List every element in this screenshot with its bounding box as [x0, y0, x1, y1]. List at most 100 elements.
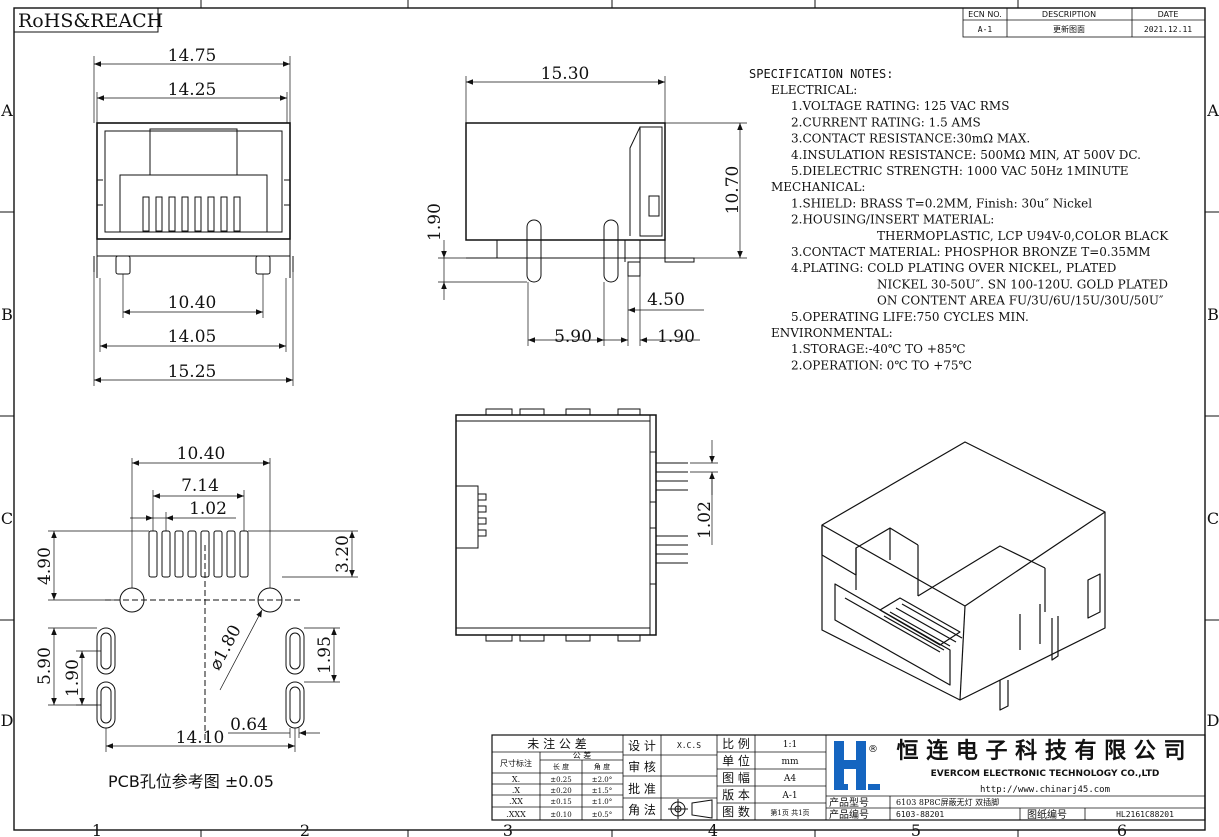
- zone-row: B: [1, 305, 13, 324]
- dim-14-05: 14.05: [168, 327, 217, 347]
- pcb-layout: [96, 530, 305, 740]
- side-view: [465, 122, 695, 283]
- zone-row: A: [0, 101, 13, 120]
- svg-text:设 计: 设 计: [628, 739, 656, 753]
- spec-line: 2.OPERATION: 0℃ TO +75℃: [791, 358, 972, 372]
- svg-text:A4: A4: [783, 774, 796, 784]
- bottom-view: [455, 408, 688, 642]
- dim-15-30: 15.30: [541, 64, 590, 84]
- svg-text:版 本: 版 本: [722, 788, 750, 802]
- zone-col: 3: [503, 821, 513, 837]
- svg-text:审 核: 审 核: [628, 759, 656, 774]
- dim-5-90: 5.90: [554, 327, 592, 347]
- svg-text:角 法: 角 法: [628, 803, 656, 817]
- spec-line: 1.VOLTAGE RATING: 125 VAC RMS: [791, 99, 1009, 113]
- revision-table: [962, 7, 1206, 38]
- svg-text:图纸编号: 图纸编号: [1027, 808, 1067, 821]
- spec-line: 1.STORAGE:-40℃ TO +85℃: [791, 342, 966, 356]
- zone-row: D: [1, 711, 14, 730]
- side-view-dim-text: 15.30 10.70 1.90 4.50 5.90 1.90: [425, 64, 743, 347]
- dim-10-70: 10.70: [723, 166, 743, 215]
- spec-line: 5.DIELECTRIC STRENGTH: 1000 VAC 50Hz 1MI…: [791, 164, 1128, 178]
- title-block: [491, 734, 1206, 821]
- pcb-shield-slots: [96, 627, 305, 729]
- zone-col: 4: [708, 821, 718, 837]
- spec-line: 2.HOUSING/INSERT MATERIAL:: [791, 213, 994, 227]
- spec-line: 1.SHIELD: BRASS T=0.2MM, Finish: 30u″ Ni…: [791, 196, 1092, 210]
- company-name-en: EVERCOM ELECTRONIC TECHNOLOGY CO.,LTD: [931, 769, 1160, 779]
- svg-text:X.C.S: X.C.S: [677, 741, 701, 750]
- dim-1-02-bottom: 1.02: [695, 501, 715, 539]
- svg-text:批 准: 批 准: [628, 781, 656, 796]
- svg-text:比 例: 比 例: [722, 737, 750, 751]
- dim-5-90: 5.90: [35, 647, 55, 685]
- projection-symbol-icon: [668, 799, 713, 819]
- svg-text:±0.20: ±0.20: [550, 787, 571, 795]
- company-logo: ®: [834, 741, 880, 790]
- svg-text:产品型号: 产品型号: [829, 796, 869, 809]
- zone-row: B: [1207, 305, 1219, 324]
- svg-text:A-1: A-1: [978, 25, 993, 34]
- zone-col: 2: [300, 821, 310, 837]
- front-pins: [142, 196, 241, 232]
- dim-4-50: 4.50: [647, 290, 685, 310]
- dim-1-90: 1.90: [63, 659, 83, 697]
- svg-text:.X: .X: [512, 786, 521, 795]
- drawing-properties: 比 例 单 位 图 幅 版 本 图 数 1:1 mm A4 A-1 第1页 共1…: [722, 737, 809, 819]
- dim-10-40: 10.40: [168, 293, 217, 313]
- registered-mark: ®: [868, 744, 878, 755]
- svg-text:±0.5°: ±0.5°: [592, 811, 613, 819]
- svg-text:未 注 公 差: 未 注 公 差: [527, 736, 586, 751]
- svg-text:±0.25: ±0.25: [550, 776, 571, 784]
- svg-text:±0.10: ±0.10: [550, 811, 571, 819]
- svg-text:6103 8P8C屏蔽无灯 双插脚: 6103 8P8C屏蔽无灯 双插脚: [896, 797, 999, 807]
- dim-diameter: ⌀1.80: [205, 622, 245, 674]
- spec-line: 3.CONTACT MATERIAL: PHOSPHOR BRONZE T=0.…: [791, 245, 1151, 259]
- spec-line: ELECTRICAL:: [771, 83, 857, 97]
- side-view-dims: [438, 76, 747, 346]
- svg-text:±0.15: ±0.15: [550, 798, 571, 806]
- spec-line: ENVIRONMENTAL:: [771, 326, 893, 340]
- svg-text:ECN NO.: ECN NO.: [968, 10, 1002, 19]
- svg-text:图 幅: 图 幅: [722, 770, 750, 785]
- dim-7-14: 7.14: [181, 476, 219, 496]
- svg-text:单 位: 单 位: [722, 753, 750, 768]
- pcb-signal-holes: [148, 530, 249, 578]
- svg-text:±1.0°: ±1.0°: [592, 798, 613, 806]
- svg-text:图 数: 图 数: [722, 804, 750, 819]
- spec-line: 4.INSULATION RESISTANCE: 500MΩ MIN, AT 5…: [791, 148, 1141, 162]
- zone-col: 6: [1117, 821, 1127, 837]
- isometric-view: [821, 441, 1106, 711]
- zone-row: C: [1207, 509, 1219, 528]
- company-url: http://www.chinarj45.com: [980, 785, 1110, 795]
- revision-table-text: ECN NO. DESCRIPTION DATE A-1 更新图面 2021.1…: [968, 10, 1192, 34]
- svg-text:HL2161C88201: HL2161C88201: [1116, 810, 1174, 819]
- spec-line: 3.CONTACT RESISTANCE:30mΩ MAX.: [791, 132, 1030, 146]
- svg-text:RoHS&REACH: RoHS&REACH: [18, 10, 163, 32]
- dim-1-90-h: 1.90: [657, 327, 695, 347]
- svg-text:长 度: 长 度: [553, 762, 569, 771]
- zone-col: 1: [92, 821, 102, 837]
- svg-text:2021.12.11: 2021.12.11: [1144, 25, 1192, 34]
- svg-text:.XXX: .XXX: [506, 810, 526, 819]
- front-view: [93, 122, 294, 278]
- front-view-dim-text: 14.75 14.25 10.40 14.05 15.25: [168, 46, 217, 382]
- company-name-cn: 恒 连 电 子 科 技 有 限 公 司: [897, 738, 1186, 764]
- dim-14-10: 14.10: [176, 728, 225, 748]
- svg-text:.XX: .XX: [509, 797, 523, 806]
- zone-labels: 1 2 3 4 5 6 A B C D A B C D: [0, 101, 1219, 837]
- dim-1-90-v: 1.90: [425, 203, 445, 241]
- svg-text:±2.0°: ±2.0°: [592, 776, 613, 784]
- svg-text:产品编号: 产品编号: [829, 808, 869, 821]
- svg-text:更新图面: 更新图面: [1053, 24, 1085, 34]
- spec-notes: ELECTRICAL: 1.VOLTAGE RATING: 125 VAC RMS…: [771, 83, 1169, 372]
- spec-line: NICKEL 30-50U″. SN 100-120U. GOLD PLATED: [877, 277, 1168, 291]
- tolerance-table: 未 注 公 差 尺寸标注 公 差 长 度 角 度 X. ±0.25 ±2.0° …: [500, 736, 612, 819]
- zone-row: A: [1206, 101, 1219, 120]
- dim-4-90: 4.90: [35, 547, 55, 585]
- spec-title: SPECIFICATION NOTES:: [749, 67, 894, 81]
- spec-line: 5.OPERATING LIFE:750 CYCLES MIN.: [791, 310, 1029, 324]
- approval-cells: 设 计 审 核 批 准 角 法 X.C.S: [628, 739, 701, 817]
